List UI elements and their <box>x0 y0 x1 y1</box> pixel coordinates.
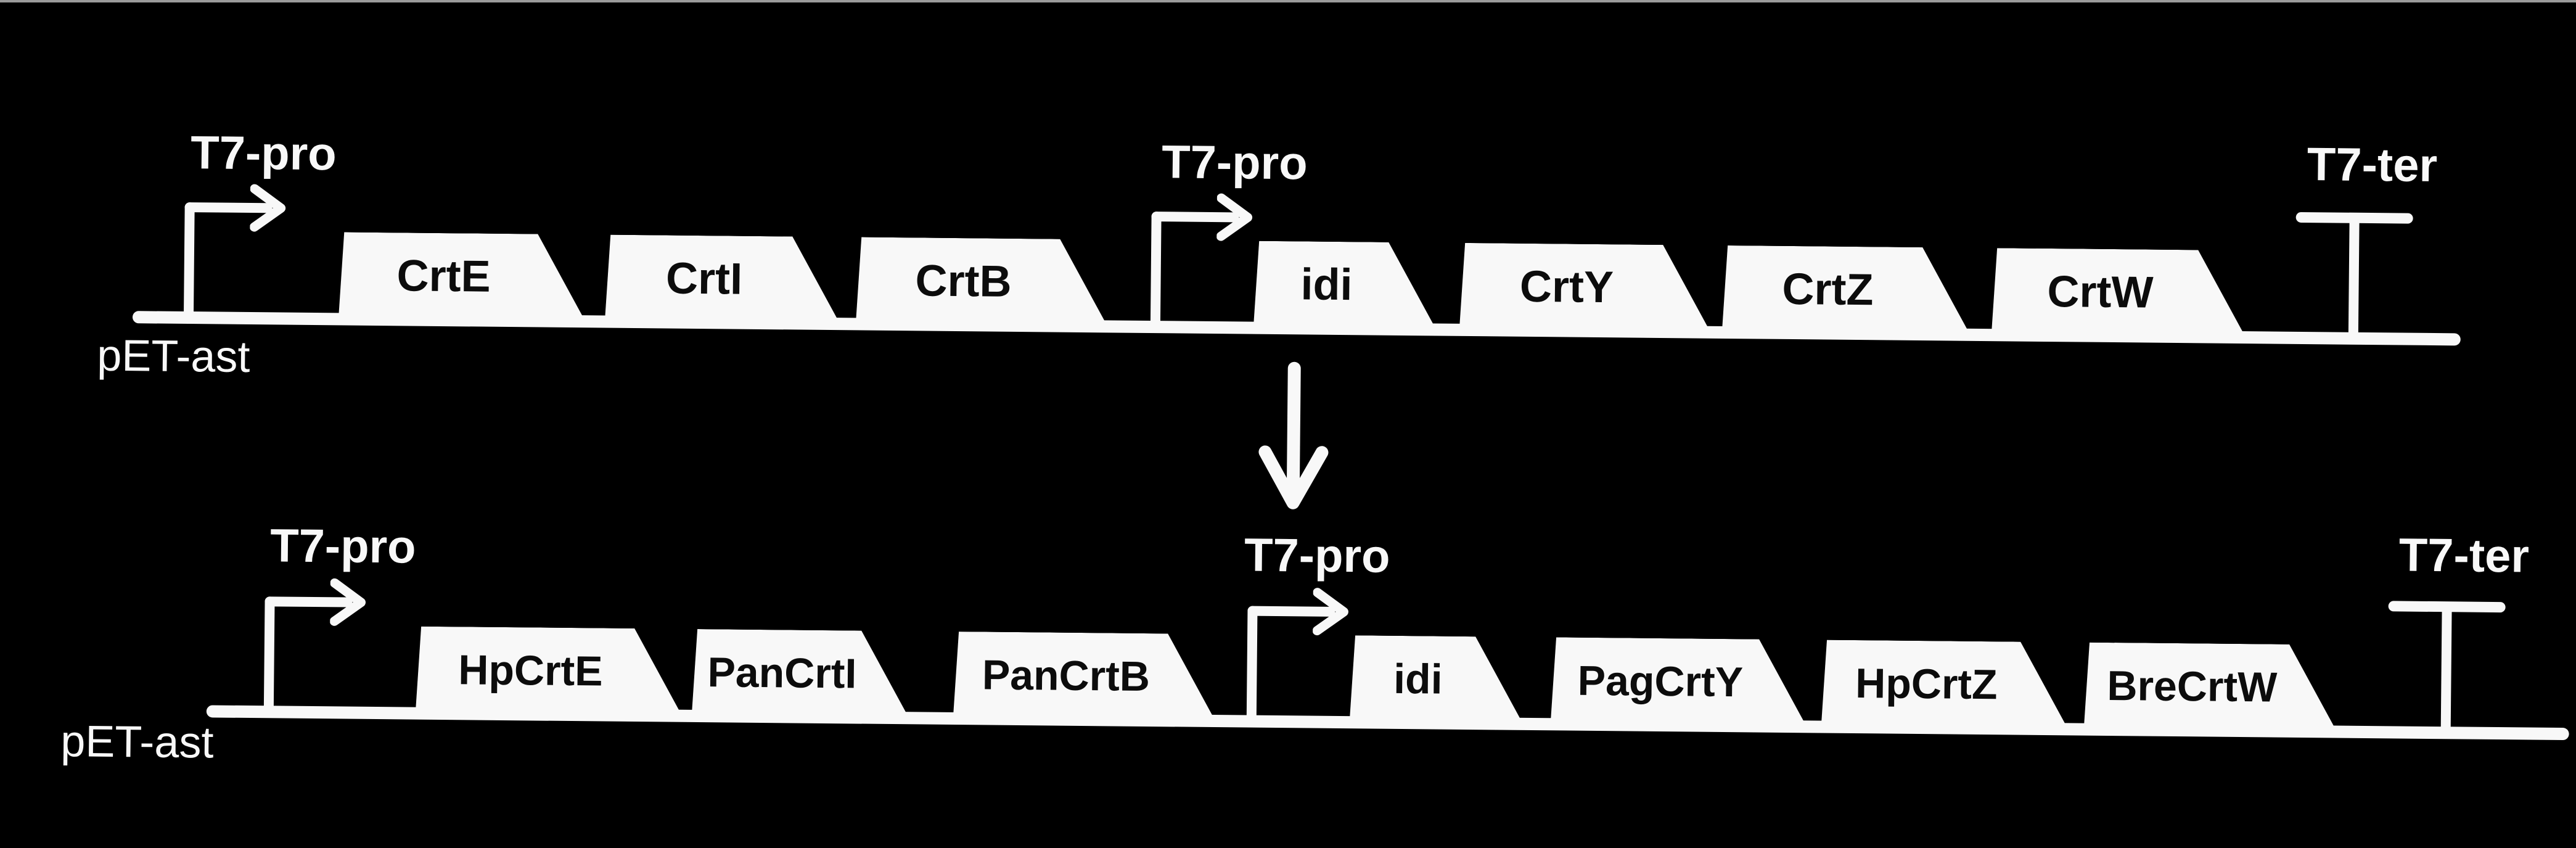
gene-box: BreCrtW <box>2084 643 2337 731</box>
gene-label: idi <box>1300 260 1353 310</box>
plasmid-construct-2: T7-pro HpCrtE PanCrtI PanCrtB T7-pro idi… <box>3 0 2576 767</box>
promoter-arrowhead-icon <box>330 578 366 626</box>
gene-box: CrtB <box>856 237 1108 326</box>
gene-label: BreCrtW <box>2107 662 2278 711</box>
gene-box: idi <box>1350 635 1524 723</box>
video-edge-strip <box>0 0 2576 2</box>
promoter-vertical-bar <box>183 202 195 320</box>
promoter-arrowhead-icon <box>250 184 286 232</box>
gene-label: CrtW <box>2047 266 2154 318</box>
promoter-label: T7-pro <box>1244 529 1390 583</box>
gene-box: CrtW <box>1991 248 2246 337</box>
gene-label: CrtI <box>665 253 743 304</box>
gene-label: CrtZ <box>1782 264 1874 315</box>
terminator-label: T7-ter <box>2307 138 2438 192</box>
gene-box: CrtE <box>338 232 586 321</box>
gene-label: CrtY <box>1519 261 1614 313</box>
arrow-down-icon <box>1258 361 1329 509</box>
promoter-label: T7-pro <box>269 519 417 574</box>
promoter-arrowhead-icon <box>1216 193 1253 241</box>
gene-label: PagCrtY <box>1577 657 1744 706</box>
terminator-stem <box>2440 609 2452 733</box>
gene-label: PanCrtB <box>982 651 1151 701</box>
plasmid-construct-1: T7-pro CrtE CrtI CrtB T7-pro idi CrtY Cr… <box>3 0 2576 382</box>
plasmid-name-label: pET-ast <box>96 331 250 382</box>
promoter-vertical-bar <box>1246 606 1258 723</box>
gene-box: HpCrtZ <box>1821 640 2069 729</box>
gene-box: PagCrtY <box>1551 637 1807 726</box>
gene-label: idi <box>1393 655 1443 703</box>
terminator-label: T7-ter <box>2398 529 2530 583</box>
promoter-vertical-bar <box>1150 212 1162 329</box>
gene-label: CrtE <box>396 251 491 302</box>
plasmid-name-label: pET-ast <box>60 717 214 768</box>
promoter-vertical-bar <box>263 596 275 714</box>
gene-label: PanCrtI <box>707 649 857 698</box>
gene-box: CrtI <box>605 235 840 324</box>
gene-box: idi <box>1253 241 1437 329</box>
gene-label: HpCrtZ <box>1855 660 1998 709</box>
gene-box: CrtZ <box>1722 245 1971 334</box>
promoter-label: T7-pro <box>1161 136 1308 190</box>
gene-box: PanCrtI <box>692 629 909 717</box>
gene-label: HpCrtE <box>458 646 603 695</box>
terminator-stem <box>2348 220 2360 341</box>
gene-box: CrtY <box>1459 243 1711 332</box>
gene-label: CrtB <box>915 256 1012 307</box>
promoter-label: T7-pro <box>190 126 337 181</box>
gene-box: PanCrtB <box>953 632 1216 720</box>
promoter-arrowhead-icon <box>1313 588 1348 636</box>
gene-box: HpCrtE <box>416 627 683 715</box>
